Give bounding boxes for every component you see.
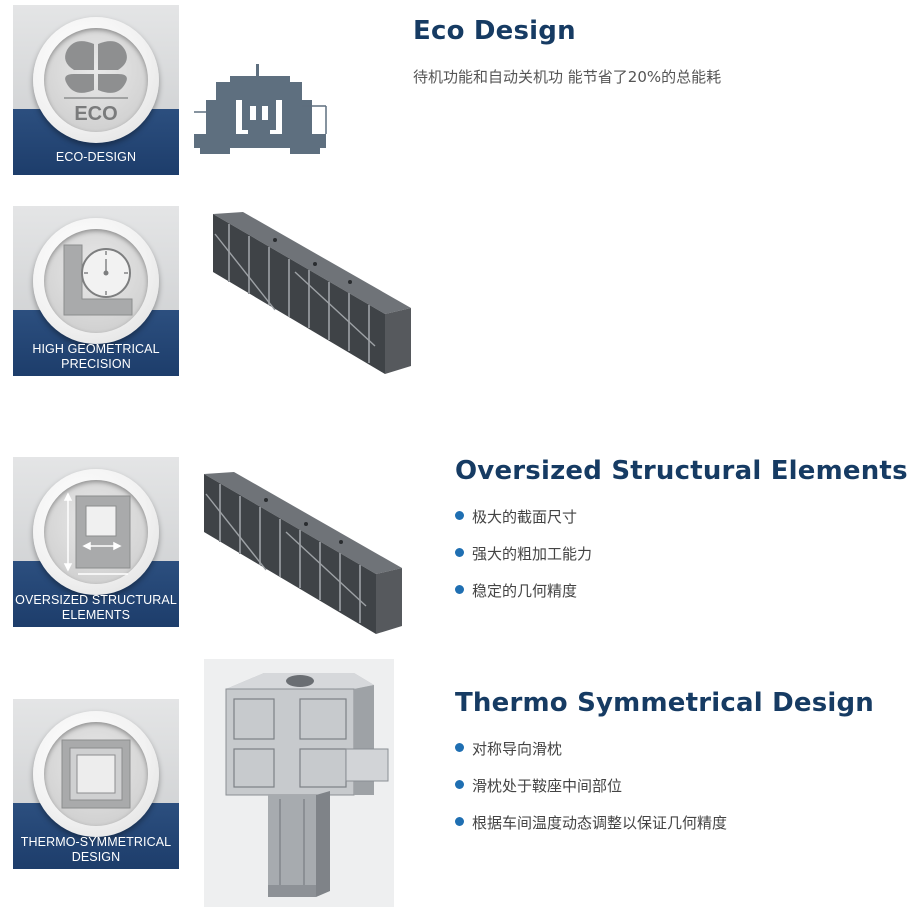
list-item: 滑枕处于鞍座中间部位	[455, 775, 727, 812]
oversized-elements-heading: Oversized Structural Elements	[455, 456, 908, 486]
bullet-dot-icon	[455, 780, 464, 789]
clover-eco-icon: ECO	[64, 41, 128, 125]
badge-label-line2: ELEMENTS	[61, 608, 131, 622]
nested-square-icon	[61, 739, 131, 809]
eco-design-badge: ECO ECO-DESIGN	[13, 5, 179, 175]
bullet-dot-icon	[455, 817, 464, 826]
square-clock-icon	[63, 244, 133, 316]
badge-label-line1: OVERSIZED STRUCTURAL	[15, 593, 177, 607]
eco-emblem-text: ECO	[74, 103, 117, 125]
bullet-dot-icon	[455, 511, 464, 520]
bullet-dot-icon	[455, 743, 464, 752]
bullet-dot-icon	[455, 585, 464, 594]
ram-saddle-image	[204, 659, 394, 907]
thermo-symmetrical-heading: Thermo Symmetrical Design	[455, 688, 875, 718]
thermo-symmetrical-bullet-list: 对称导向滑枕 滑枕处于鞍座中间部位 根据车间温度动态调整以保证几何精度	[455, 738, 727, 849]
oversized-elements-bullet-list: 极大的截面尺寸 强大的粗加工能力 稳定的几何精度	[455, 506, 592, 617]
machine-silhouette-image	[190, 62, 330, 162]
eco-design-heading: Eco Design	[413, 16, 576, 46]
structural-beam-image	[213, 212, 411, 374]
badge-label-line2: PRECISION	[61, 357, 131, 371]
structural-beam-image	[204, 472, 402, 634]
high-precision-badge: HIGH GEOMETRICAL PRECISION	[13, 206, 179, 376]
oversized-elements-badge: OVERSIZED STRUCTURAL ELEMENTS	[13, 457, 179, 627]
bullet-dot-icon	[455, 548, 464, 557]
list-item: 对称导向滑枕	[455, 738, 727, 775]
badge-label-line1: HIGH GEOMETRICAL	[32, 342, 160, 356]
list-item: 极大的截面尺寸	[455, 506, 592, 543]
list-item: 稳定的几何精度	[455, 580, 592, 617]
badge-label: ECO-DESIGN	[55, 150, 137, 164]
list-item: 根据车间温度动态调整以保证几何精度	[455, 812, 727, 849]
badge-label-line2: DESIGN	[71, 850, 121, 864]
badge-label-line1: THERMO-SYMMETRICAL	[20, 835, 172, 849]
panel-dimension-icon	[63, 492, 131, 575]
thermo-symmetrical-badge: THERMO-SYMMETRICAL DESIGN	[13, 699, 179, 869]
eco-design-description: 待机功能和自动关机功 能节省了20%的总能耗	[413, 68, 722, 86]
list-item: 强大的粗加工能力	[455, 543, 592, 580]
